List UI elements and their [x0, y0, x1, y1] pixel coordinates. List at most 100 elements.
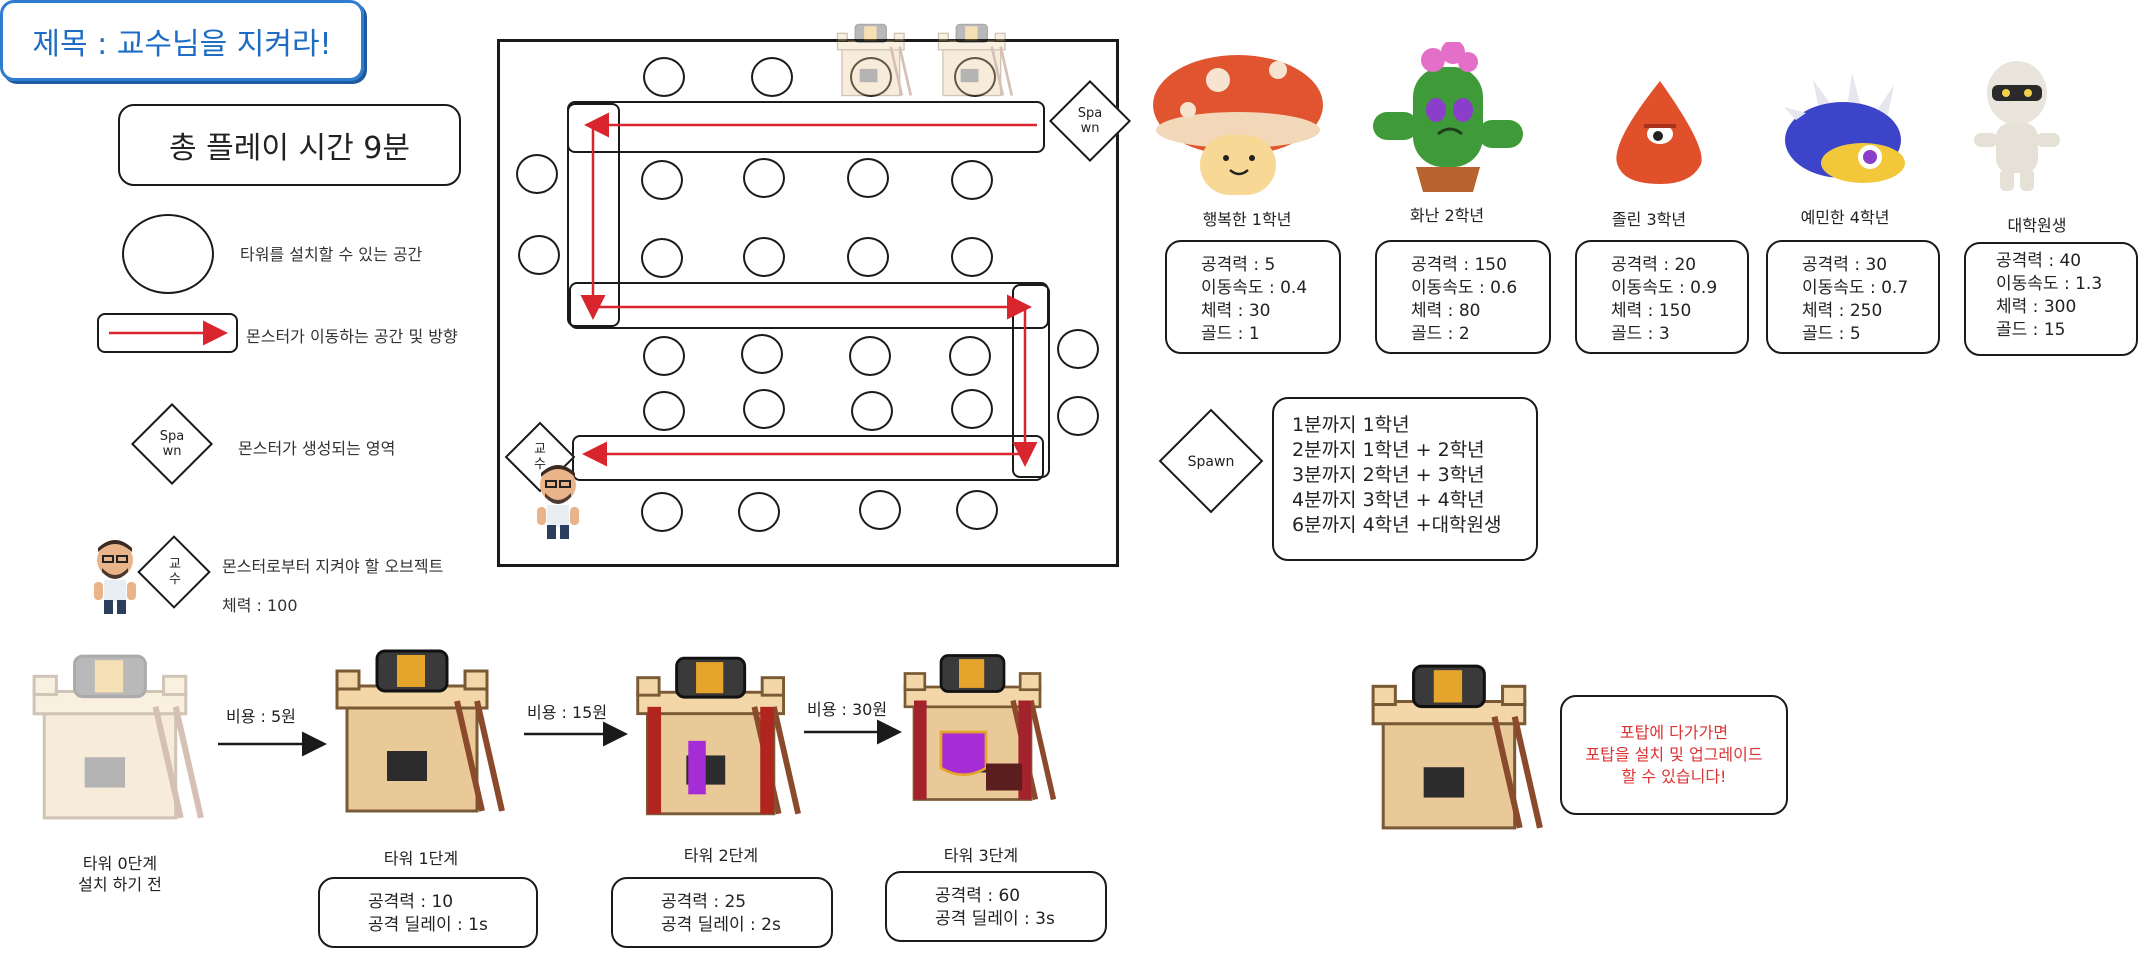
tower-slot[interactable]: [641, 492, 683, 532]
tower-slot[interactable]: [516, 154, 558, 194]
tower-slot[interactable]: [743, 389, 785, 429]
tower-slot[interactable]: [951, 237, 993, 277]
legend-spawn-label: Spa wn: [150, 429, 194, 459]
monster-route-arrows: [580, 112, 1038, 467]
upgrade-cost: 비용 : 15원: [527, 703, 608, 722]
monster-attack: 공격력 : 30: [1802, 255, 1888, 275]
tower-slot[interactable]: [743, 237, 785, 277]
interaction-note: 포탑에 다가가면 포탑을 설치 및 업그레이드 할 수 있습니다!: [1560, 695, 1788, 815]
map-professor-label: 교 수: [523, 442, 557, 472]
map-spawn-label: Spa wn: [1068, 106, 1112, 136]
tower-slot[interactable]: [1057, 396, 1099, 436]
tower-stage-label: 타워 0단계 설치 하기 전: [20, 853, 220, 895]
spawn-schedule-list: 1분까지 1학년 2분까지 1학년 + 2학년 3분까지 2학년 + 3학년 4…: [1272, 397, 1538, 561]
tower-stage-title: 타워 0단계: [82, 854, 158, 873]
upgrade-arrow-icon: [804, 719, 902, 745]
tower-slot[interactable]: [1057, 329, 1099, 369]
upgrade-cost: 비용 : 5원: [226, 707, 296, 726]
tower-slot[interactable]: [643, 391, 685, 431]
spawn-schedule-line: 4분까지 3학년 + 4학년: [1292, 489, 1485, 511]
tower-stage-subtitle: 설치 하기 전: [78, 875, 162, 894]
legend-monster-path-icon: [97, 313, 238, 353]
tower-stage-3-icon: [896, 640, 1058, 815]
map-professor-icon: [536, 464, 580, 540]
tower-stage-label: 타워 3단계: [943, 846, 1019, 865]
page-title: 제목 : 교수님을 지켜라!: [0, 0, 364, 81]
tower-slot[interactable]: [641, 160, 683, 200]
spawn-schedule-line: 2분까지 1학년 + 2학년: [1292, 439, 1485, 461]
legend-spawn-label-line2: wn: [162, 444, 182, 459]
tower-slot[interactable]: [951, 389, 993, 429]
tower-stage-2-icon: [628, 646, 803, 826]
tower-slot[interactable]: [518, 235, 560, 275]
legend-professor-label-line1: 교: [169, 557, 181, 572]
map-professor-label-line1: 교: [534, 442, 546, 457]
tower-slot[interactable]: [847, 237, 889, 277]
tower-slot[interactable]: [951, 160, 993, 200]
tower-slot[interactable]: [849, 336, 891, 376]
tower-slot[interactable]: [956, 490, 998, 530]
monster-speed: 이동속도 : 0.4: [1201, 278, 1308, 298]
note-line: 포탑을 설치 및 업그레이드: [1585, 745, 1763, 764]
monster-hp: 체력 : 250: [1802, 301, 1883, 321]
upgrade-arrow-icon: [218, 731, 327, 757]
monster-name: 예민한 4학년: [1800, 208, 1890, 227]
legend-spawn-label-line1: Spa: [159, 429, 185, 444]
map-professor-label-line2: 수: [534, 457, 546, 472]
note-line: 할 수 있습니다!: [1621, 767, 1727, 786]
tower-slot[interactable]: [751, 57, 793, 97]
cactus-monster-icon: [1373, 42, 1523, 192]
path-col-right: [1012, 284, 1050, 478]
spiky-shell-monster-icon: [1784, 73, 1905, 183]
monster-attack: 공격력 : 20: [1611, 255, 1697, 275]
red-arrow-icon: [109, 320, 228, 346]
tower-attack: 공격력 : 60: [935, 886, 1021, 906]
mushroom-monster-icon: [1153, 55, 1323, 195]
monster-stats-card: 공격력 : 40 이동속도 : 1.3 체력 : 300 골드 : 15: [1964, 242, 2138, 356]
monster-hp: 체력 : 30: [1201, 301, 1271, 321]
monster-name: 화난 2학년: [1409, 206, 1485, 225]
monster-stats-card: 공격력 : 30 이동속도 : 0.7 체력 : 250 골드 : 5: [1766, 240, 1940, 354]
tower-stats-card: 공격력 : 10 공격 딜레이 : 1s: [318, 877, 538, 948]
tower-delay: 공격 딜레이 : 1s: [368, 915, 488, 935]
spawn-schedule-line: 3분까지 2학년 + 3학년: [1292, 464, 1485, 486]
monster-attack: 공격력 : 40: [1996, 251, 2082, 271]
monster-name: 대학원생: [2007, 216, 2067, 235]
tower-slot[interactable]: [738, 492, 780, 532]
map-spawn-label-line1: Spa: [1077, 106, 1103, 121]
monster-name: 행복한 1학년: [1202, 210, 1292, 229]
tower-slot[interactable]: [641, 238, 683, 278]
tower-slot[interactable]: [743, 158, 785, 198]
path-col-left: [567, 103, 620, 327]
upgrade-cost: 비용 : 30원: [807, 700, 888, 719]
monster-gold: 골드 : 1: [1201, 324, 1260, 344]
monster-stats-card: 공격력 : 150 이동속도 : 0.6 체력 : 80 골드 : 2: [1375, 240, 1551, 354]
tower-slot[interactable]: [847, 158, 889, 198]
tower-slot[interactable]: [949, 336, 991, 376]
monster-speed: 이동속도 : 1.3: [1996, 274, 2103, 294]
legend-professor-label: 교 수: [158, 557, 192, 587]
tower-slot[interactable]: [643, 336, 685, 376]
monster-name: 졸린 3학년: [1611, 210, 1687, 229]
legend-professor-hp: 체력 : 100: [222, 596, 298, 615]
faded-tower-icon: [937, 23, 1014, 97]
monster-speed: 이동속도 : 0.9: [1611, 278, 1718, 298]
game-map: Spa wn 교 수: [497, 23, 1132, 567]
upgrade-arrow-icon: [524, 721, 628, 747]
play-time-box: 총 플레이 시간 9분: [118, 104, 461, 186]
tower-attack: 공격력 : 10: [368, 892, 454, 912]
legend-professor-desc: 몬스터로부터 지켜야 할 오브젝트: [222, 557, 444, 576]
tower-slot[interactable]: [859, 490, 901, 530]
tower-slot[interactable]: [851, 391, 893, 431]
tower-slot[interactable]: [643, 57, 685, 97]
tower-slot[interactable]: [741, 334, 783, 374]
monster-stats-card: 공격력 : 20 이동속도 : 0.9 체력 : 150 골드 : 3: [1575, 240, 1749, 354]
tower-stats-card: 공격력 : 25 공격 딜레이 : 2s: [611, 877, 833, 948]
monster-hp: 체력 : 150: [1611, 301, 1692, 321]
legend-tower-slot-icon: [122, 214, 214, 294]
legend-monster-path-text: 몬스터가 이동하는 공간 및 방향: [246, 327, 458, 346]
tower-example-icon: [1363, 652, 1545, 842]
monster-speed: 이동속도 : 0.6: [1411, 278, 1518, 298]
mummy-monster-icon: [1974, 61, 2060, 191]
monster-gold: 골드 : 5: [1802, 324, 1861, 344]
